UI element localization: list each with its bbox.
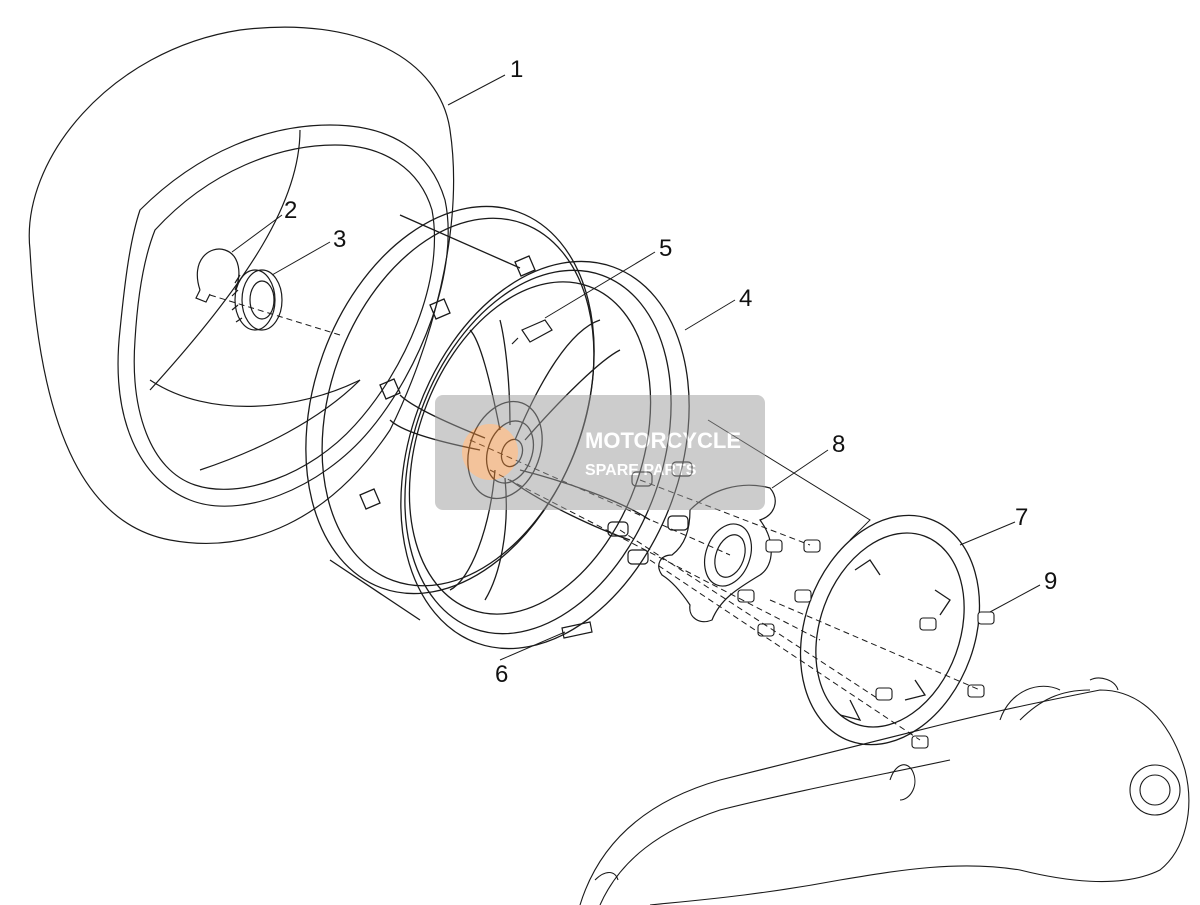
callout-5: 5	[659, 235, 672, 262]
callout-8: 8	[832, 431, 845, 458]
watermark-line2: SPARE PARTS	[585, 462, 697, 479]
callout-7: 7	[1015, 504, 1028, 531]
balance-weight	[561, 621, 593, 639]
bearing	[231, 269, 283, 331]
callout-2: 2	[284, 197, 297, 224]
brake-disc	[799, 514, 981, 746]
assembly-lines	[209, 294, 981, 741]
callout-numbers: 1 2 3 4 5 6 7 8 9	[284, 56, 1057, 688]
watermark-line1: MOTORCYCLE	[585, 428, 741, 453]
watermark: MOTORCYCLE SPARE PARTS	[435, 395, 765, 510]
tire	[28, 26, 455, 544]
valve	[511, 319, 553, 345]
callout-9: 9	[1044, 568, 1057, 595]
callout-leaders	[231, 74, 1041, 661]
bolts	[737, 539, 995, 749]
callout-6: 6	[495, 661, 508, 688]
watermark-logo-icon	[462, 424, 518, 480]
watermark-box	[435, 395, 765, 510]
swingarm	[579, 677, 1190, 905]
circlip	[195, 248, 240, 303]
callout-4: 4	[739, 285, 752, 312]
callout-1: 1	[510, 56, 523, 83]
callout-3: 3	[333, 226, 346, 253]
